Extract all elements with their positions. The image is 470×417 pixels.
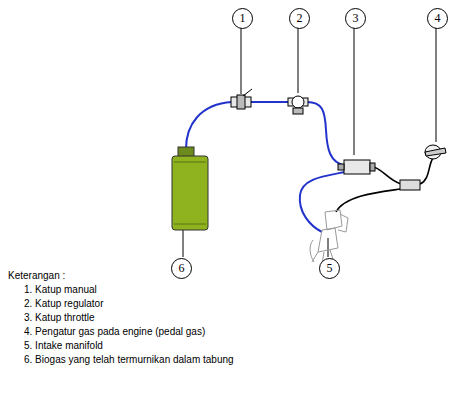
legend-item: 1. Katup manual xyxy=(24,284,97,296)
callout-number: 1 xyxy=(240,11,246,26)
callout-circle: 4 xyxy=(427,8,448,29)
legend-item: 2. Katup regulator xyxy=(24,298,104,310)
legend-item: 3. Katup throttle xyxy=(24,312,95,324)
callout-number: 3 xyxy=(353,11,359,26)
callout-number: 6 xyxy=(179,261,185,276)
callout-circle: 3 xyxy=(345,8,366,29)
callout-circle: 6 xyxy=(171,258,192,279)
callout-circle: 5 xyxy=(319,258,340,279)
callout-number: 2 xyxy=(297,11,303,26)
callout-circle: 1 xyxy=(232,8,253,29)
legend-item: 6. Biogas yang telah termurnikan dalam t… xyxy=(24,354,234,366)
callout-number: 4 xyxy=(435,11,441,26)
legend-item: 5. Intake manifold xyxy=(24,340,103,352)
callout-number: 5 xyxy=(327,261,333,276)
legend-item: 4. Pengatur gas pada engine (pedal gas) xyxy=(24,326,205,338)
legend-heading: Keterangan : xyxy=(8,270,65,282)
callout-circle: 2 xyxy=(289,8,310,29)
